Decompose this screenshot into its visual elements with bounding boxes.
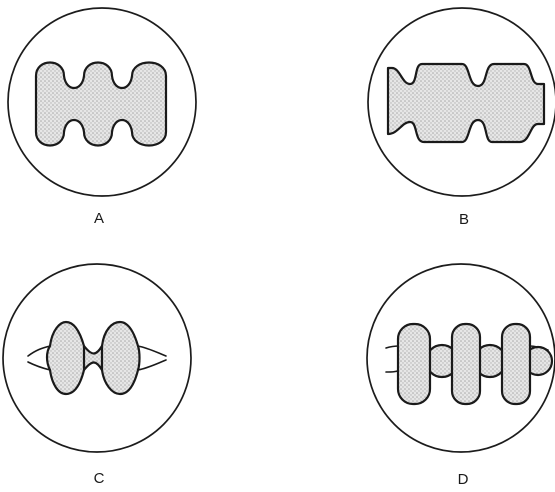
waveform-c-lobe-1 xyxy=(45,320,87,396)
waveform-d-lobe-3 xyxy=(500,322,532,406)
panel-label-b: B xyxy=(459,211,469,228)
panel-a: A xyxy=(7,7,197,227)
waveform-c-lobe-2 xyxy=(99,320,141,396)
panel-c: C xyxy=(2,263,192,487)
trace-left-c xyxy=(27,345,51,371)
panel-label-c: C xyxy=(94,470,105,487)
waveform-d-lobe-1 xyxy=(396,322,432,406)
waveform-a xyxy=(34,61,168,147)
panel-label-d: D xyxy=(458,471,469,488)
trace-right-c xyxy=(137,345,167,371)
waveform-b xyxy=(386,62,546,144)
waveform-c-bridge xyxy=(82,344,104,372)
panel-label-a: A xyxy=(94,210,104,227)
waveform-d-lobe-2 xyxy=(450,322,482,406)
panel-b: B xyxy=(367,7,555,228)
panel-d: D xyxy=(366,263,555,488)
